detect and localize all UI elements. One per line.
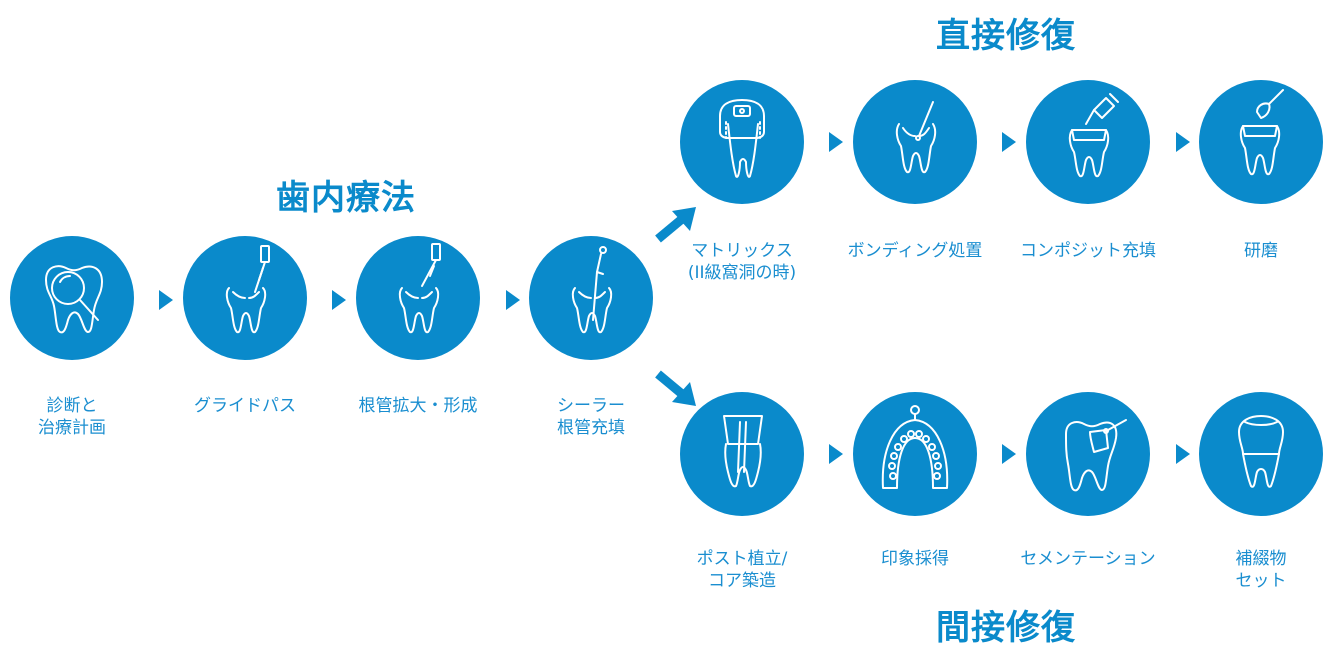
heading-direct-restoration: 直接修復 — [936, 16, 1076, 56]
step-glide-path-circle — [183, 236, 307, 360]
heading-endodontics: 歯内療法 — [276, 178, 416, 218]
tooth-polish-icon — [1239, 89, 1284, 176]
step-cementation-text: セメンテーション — [1020, 549, 1156, 569]
step-impression-circle — [853, 392, 977, 516]
step-cementation-circle — [1026, 392, 1150, 516]
step-diagnosis-label: 診断と 治療計画 — [0, 395, 157, 439]
tooth-obturation-icon — [571, 246, 613, 334]
step-cementation-label: セメンテーション — [1003, 548, 1173, 570]
step-restoration-circle — [1199, 392, 1323, 516]
arrow-right-icon — [1002, 132, 1016, 152]
arrow-right-icon — [1176, 132, 1190, 152]
step-restoration-text-1: 補綴物 — [1235, 549, 1287, 569]
step-shaping-label: 根管拡大・形成 — [333, 395, 503, 417]
step-obturation-label: シーラー 根管充填 — [506, 395, 676, 439]
arrow-up-right-icon — [655, 207, 696, 243]
tooth-magnifier-icon — [45, 265, 103, 334]
arrow-right-icon — [1002, 444, 1016, 464]
arrow-right-icon — [506, 290, 520, 310]
arrow-right-icon — [1176, 444, 1190, 464]
tooth-cement-icon — [1065, 419, 1127, 492]
step-post-core-text-1: ポスト植立/ — [696, 549, 788, 569]
step-diagnosis-text-1: 診断と — [46, 396, 98, 416]
step-diagnosis-circle — [10, 236, 134, 360]
step-matrix-text-1: マトリックス — [691, 241, 793, 261]
step-shaping-circle — [356, 236, 480, 360]
step-glide-path-text: グライドパス — [194, 396, 296, 416]
step-matrix-label: マトリックス (II級窩洞の時) — [657, 240, 827, 284]
step-impression-text: 印象採得 — [881, 549, 949, 569]
tooth-file-icon — [398, 243, 441, 334]
step-diagnosis-text-2: 治療計画 — [38, 418, 106, 438]
tooth-syringe-icon — [1068, 93, 1119, 178]
step-composite-label: コンポジット充填 — [1003, 240, 1173, 262]
step-restoration-label: 補綴物 セット — [1176, 548, 1343, 592]
step-polishing-text: 研磨 — [1244, 241, 1278, 261]
step-post-core-circle — [680, 392, 804, 516]
step-polishing-label: 研磨 — [1176, 240, 1343, 262]
tooth-matrix-icon — [719, 99, 765, 178]
step-matrix-circle — [680, 80, 804, 204]
step-obturation-circle — [529, 236, 653, 360]
step-bonding-circle — [853, 80, 977, 204]
step-bonding-label: ボンディング処置 — [830, 240, 1000, 262]
step-post-core-label: ポスト植立/ コア築造 — [657, 548, 827, 592]
arrow-right-icon — [829, 132, 843, 152]
step-composite-text: コンポジット充填 — [1020, 241, 1156, 261]
arrow-right-icon — [332, 290, 346, 310]
step-polishing-circle — [1199, 80, 1323, 204]
step-composite-circle — [1026, 80, 1150, 204]
tooth-post-icon — [723, 415, 763, 488]
tooth-crown-icon — [1238, 415, 1284, 488]
arrow-right-icon — [159, 290, 173, 310]
tooth-brush-icon — [895, 101, 937, 174]
step-shaping-text: 根管拡大・形成 — [358, 396, 478, 416]
step-glide-path-label: グライドパス — [160, 395, 330, 417]
step-bonding-text: ボンディング処置 — [847, 241, 983, 261]
step-obturation-text-2: 根管充填 — [557, 418, 625, 438]
tooth-file-icon — [225, 245, 270, 334]
step-post-core-text-2: コア築造 — [708, 571, 776, 591]
step-obturation-text-1: シーラー — [557, 396, 625, 416]
arrow-down-right-icon — [655, 370, 696, 406]
impression-tray-icon — [881, 405, 949, 489]
step-matrix-text-2: (II級窩洞の時) — [687, 263, 797, 283]
step-restoration-text-2: セット — [1235, 571, 1287, 591]
step-impression-label: 印象採得 — [830, 548, 1000, 570]
heading-indirect-restoration: 間接修復 — [936, 608, 1076, 648]
arrow-right-icon — [829, 444, 843, 464]
